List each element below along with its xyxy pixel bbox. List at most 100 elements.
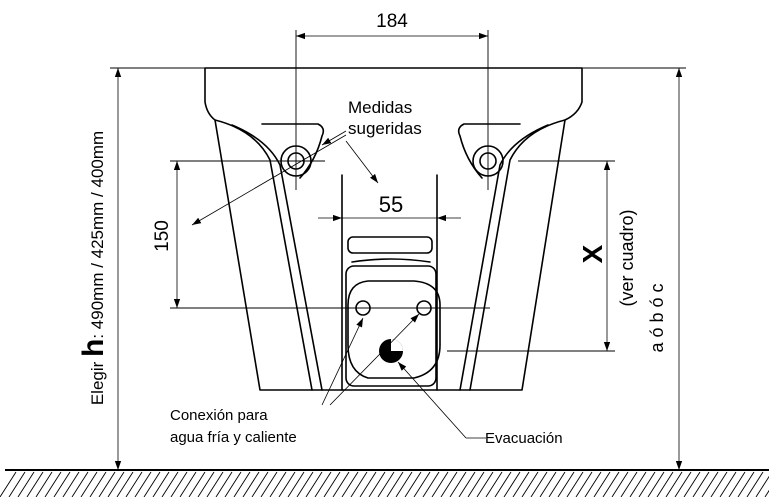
floor-hatch-line: [89, 471, 107, 497]
floor-hatch-line: [26, 471, 44, 497]
floor-hatch-line: [413, 471, 431, 497]
floor-hatch-line: [710, 471, 728, 497]
floor-hatch-line: [125, 471, 143, 497]
floor-hatch-line: [197, 471, 215, 497]
abc-label: a ó b ó c: [647, 283, 667, 352]
medidas-label-line1: Medidas: [348, 98, 412, 117]
floor-hatch-line: [395, 471, 413, 497]
floor-hatch-line: [539, 471, 557, 497]
height-label-h: h: [77, 339, 110, 357]
conexion-label-line1: Conexión para: [170, 407, 268, 424]
conexion-label-line2: agua fría y caliente: [170, 429, 297, 446]
floor-hatch-line: [350, 471, 368, 497]
floor-hatch-line: [611, 471, 629, 497]
floor-hatch: [0, 471, 769, 497]
floor-hatch-line: [620, 471, 638, 497]
floor-hatch-line: [44, 471, 62, 497]
floor-hatch-line: [764, 489, 769, 497]
floor-hatch-line: [278, 471, 296, 497]
floor-hatch-line: [170, 471, 188, 497]
floor-hatch-line: [152, 471, 170, 497]
floor-hatch-line: [629, 471, 647, 497]
x-label: X: [577, 244, 608, 263]
floor-hatch-line: [224, 471, 242, 497]
floor-hatch-line: [71, 471, 89, 497]
floor-hatch-line: [80, 471, 98, 497]
floor-hatch-line: [575, 471, 593, 497]
floor-hatch-line: [494, 471, 512, 497]
x-ver-cuadro-label: (ver cuadro): [617, 209, 637, 306]
floor-hatch-line: [116, 471, 134, 497]
floor-hatch-line: [512, 471, 530, 497]
floor-hatch-line: [215, 471, 233, 497]
floor-hatch-line: [665, 471, 683, 497]
floor-hatch-line: [683, 471, 701, 497]
floor: [0, 469, 769, 497]
floor-hatch-line: [521, 471, 539, 497]
floor-hatch-line: [557, 471, 575, 497]
dimension-55-label: 55: [379, 192, 403, 217]
connection-panel: [347, 280, 441, 379]
reference-lines: [110, 30, 686, 352]
floor-hatch-line: [62, 471, 80, 497]
drain-outlet: [379, 339, 403, 363]
floor-hatch-line: [647, 471, 665, 497]
floor-hatch-line: [368, 471, 386, 497]
floor-hatch-line: [530, 471, 548, 497]
floor-hatch-line: [0, 471, 17, 497]
floor-hatch-line: [485, 471, 503, 497]
dimension-h: Elegir h: 490mm / 425mm / 400mm: [77, 68, 122, 470]
floor-hatch-line: [305, 471, 323, 497]
dimension-184: 184: [296, 11, 488, 40]
floor-hatch-line: [746, 471, 764, 497]
conexion-agua-callout: Conexión para agua fría y caliente: [170, 313, 420, 446]
floor-hatch-line: [323, 471, 341, 497]
floor-hatch-line: [8, 471, 26, 497]
height-label: Elegir h: 490mm / 425mm / 400mm: [77, 131, 110, 405]
floor-hatch-line: [233, 471, 251, 497]
floor-hatch-line: [584, 471, 602, 497]
floor-hatch-line: [107, 471, 125, 497]
floor-hatch-line: [431, 471, 449, 497]
floor-hatch-line: [134, 471, 152, 497]
floor-hatch-line: [188, 471, 206, 497]
floor-hatch-line: [449, 471, 467, 497]
dimension-150: 150: [152, 161, 181, 308]
floor-hatch-line: [728, 471, 746, 497]
floor-hatch-line: [674, 471, 692, 497]
floor-hatch-line: [242, 471, 260, 497]
floor-hatch-line: [422, 471, 440, 497]
floor-hatch-line: [440, 471, 458, 497]
floor-hatch-line: [404, 471, 422, 497]
floor-hatch-line: [755, 475, 769, 497]
floor-hatch-line: [287, 471, 305, 497]
floor-hatch-line: [737, 471, 755, 497]
floor-hatch-line: [656, 471, 674, 497]
floor-hatch-line: [269, 471, 287, 497]
floor-hatch-line: [503, 471, 521, 497]
floor-hatch-line: [476, 471, 494, 497]
floor-hatch-line: [467, 471, 485, 497]
floor-hatch-line: [35, 471, 53, 497]
floor-hatch-line: [206, 471, 224, 497]
floor-hatch-line: [332, 471, 350, 497]
floor-hatch-line: [53, 471, 71, 497]
floor-hatch-line: [692, 471, 710, 497]
floor-hatch-line: [341, 471, 359, 497]
floor-hatch-line: [296, 471, 314, 497]
bidet-body: [204, 67, 583, 391]
height-label-prefix: Elegir: [88, 357, 107, 405]
floor-hatch-line: [161, 471, 179, 497]
dimension-abc: a ó b ó c: [647, 68, 683, 470]
floor-hatch-line: [638, 471, 656, 497]
medidas-sugeridas-callout: Medidas sugeridas: [191, 98, 422, 226]
floor-hatch-line: [251, 471, 269, 497]
dimension-x: X (ver cuadro): [577, 161, 637, 351]
floor-hatch-line: [143, 471, 161, 497]
floor-hatch-line: [17, 471, 35, 497]
medidas-label-line2: sugeridas: [348, 119, 422, 138]
floor-hatch-line: [593, 471, 611, 497]
height-label-values: : 490mm / 425mm / 400mm: [88, 131, 107, 339]
dimension-55: 55: [318, 192, 461, 222]
floor-hatch-line: [359, 471, 377, 497]
